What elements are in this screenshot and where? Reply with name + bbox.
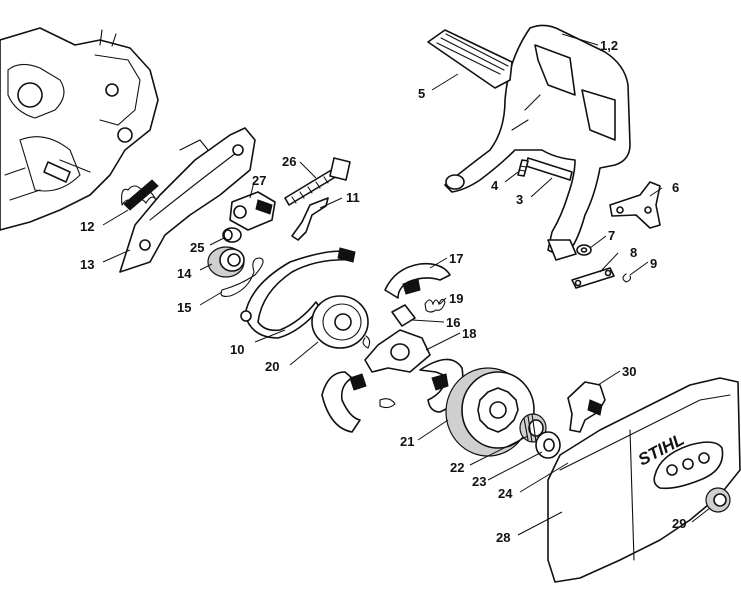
callout-29: 29 xyxy=(672,516,686,531)
part-11-clip xyxy=(291,197,329,241)
part-7-washer xyxy=(576,244,592,256)
callout-20: 20 xyxy=(265,359,279,374)
part-8-link xyxy=(571,267,615,289)
callout-25: 25 xyxy=(190,240,204,255)
callout-18: 18 xyxy=(462,326,476,341)
part-9-clip xyxy=(622,273,632,283)
callout-26: 26 xyxy=(282,154,296,169)
callout-30: 30 xyxy=(622,364,636,379)
callout-6: 6 xyxy=(672,180,679,195)
callout-27: 27 xyxy=(252,173,266,188)
part-19-spring xyxy=(424,298,446,313)
part-10-brake-band xyxy=(240,247,356,339)
part-23-washer xyxy=(535,431,561,459)
part-1-2-hand-guard xyxy=(444,24,631,261)
part-15-spring-wire xyxy=(220,257,264,297)
part-14-sleeve xyxy=(207,246,245,278)
part-27-tensioner-slider xyxy=(229,191,276,231)
callout-17: 17 xyxy=(449,251,463,266)
callout-10: 10 xyxy=(230,342,244,357)
callout-16: 16 xyxy=(446,315,460,330)
callout-13: 13 xyxy=(80,257,94,272)
callout-labels: 1,2 3 4 5 6 7 8 9 10 11 12 13 14 15 16 1… xyxy=(80,38,686,545)
callout-8: 8 xyxy=(630,245,637,260)
part-3-spacer-plate xyxy=(525,157,573,181)
callout-7: 7 xyxy=(608,228,615,243)
callout-1-2: 1,2 xyxy=(600,38,618,53)
callout-4: 4 xyxy=(491,178,499,193)
leader-lines xyxy=(102,33,711,536)
part-28-sprocket-cover: STIHL xyxy=(547,377,741,583)
callout-23: 23 xyxy=(472,474,486,489)
part-4-screw xyxy=(517,159,529,177)
part-17-clutch-shoe xyxy=(384,262,451,299)
callout-24: 24 xyxy=(498,486,513,501)
callout-14: 14 xyxy=(177,266,192,281)
part-25-bushing xyxy=(222,227,242,243)
callout-5: 5 xyxy=(418,86,425,101)
part-30-catch xyxy=(567,381,606,433)
callout-11: 11 xyxy=(346,190,360,205)
engine-housing xyxy=(0,27,159,231)
callout-15: 15 xyxy=(177,300,191,315)
callout-22: 22 xyxy=(450,460,464,475)
callout-9: 9 xyxy=(650,256,657,271)
part-20-washer-disc xyxy=(311,295,369,349)
callout-21: 21 xyxy=(400,434,414,449)
callout-19: 19 xyxy=(449,291,463,306)
part-29-nut xyxy=(705,487,731,513)
clutch-shoe-left xyxy=(321,371,396,433)
part-13-side-plate xyxy=(119,127,256,273)
part-6-lever xyxy=(609,181,661,229)
part-16-clutch-carrier xyxy=(362,304,431,373)
callout-28: 28 xyxy=(496,530,510,545)
part-21-clutch-drum xyxy=(445,367,535,457)
part-26-threaded-rod xyxy=(284,157,351,206)
callout-12: 12 xyxy=(80,219,94,234)
callout-3: 3 xyxy=(516,192,523,207)
part-5-grip-pad xyxy=(427,29,513,89)
